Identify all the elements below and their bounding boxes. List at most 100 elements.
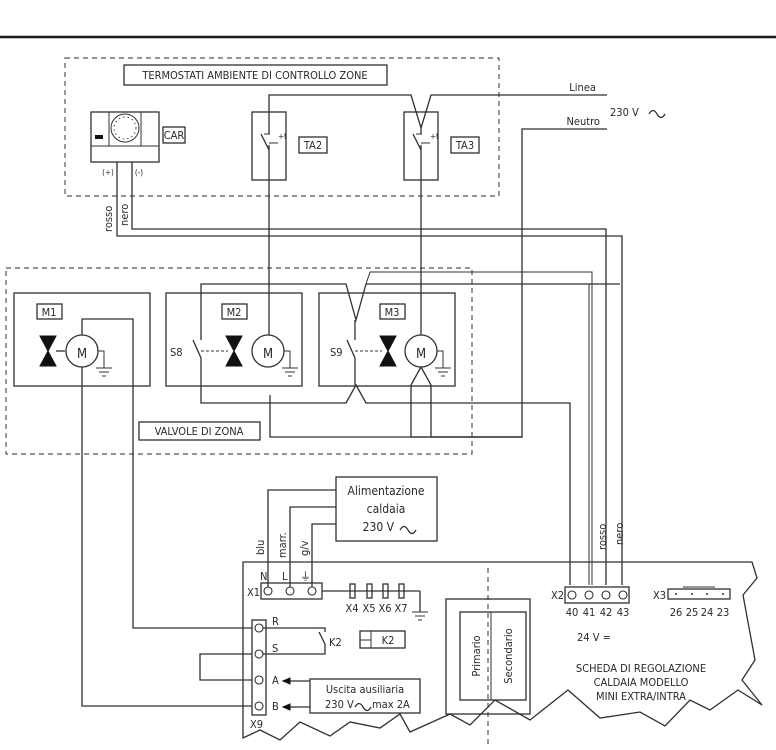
fuse-x7 bbox=[398, 583, 405, 599]
x3-connector bbox=[667, 588, 731, 600]
arrow-icon bbox=[281, 703, 291, 711]
blue-wire-label: blu bbox=[254, 540, 267, 555]
boiler-supply-line1: Alimentazione bbox=[348, 484, 425, 498]
car-pole-minus: (-) bbox=[135, 168, 143, 177]
x1-pin-l: L bbox=[282, 570, 288, 583]
zone-valve-m1: M1 M bbox=[13, 292, 151, 387]
ta3-label: TA3 bbox=[455, 139, 474, 152]
x2-pin-43: 43 bbox=[617, 606, 630, 619]
valves-title: VALVOLE DI ZONA bbox=[155, 425, 244, 438]
aux-output-max: max 2A bbox=[372, 698, 410, 711]
line-label: Linea bbox=[569, 81, 596, 94]
m1-motor-letter: M bbox=[77, 347, 87, 362]
car-label: CAR bbox=[164, 129, 185, 142]
s9-wire-to-x2 bbox=[365, 271, 593, 585]
x1-pin-n: N bbox=[260, 570, 267, 583]
fuse-x6-label: X6 bbox=[378, 602, 391, 615]
ta2-label: TA2 bbox=[303, 139, 322, 152]
board-title-line2: CALDAIA MODELLO bbox=[594, 676, 689, 689]
aux-output-line1: Uscita ausiliaria bbox=[326, 683, 404, 696]
s8-wire-lower bbox=[200, 358, 571, 585]
board-outline bbox=[242, 561, 763, 741]
x2-pin-40: 40 bbox=[566, 606, 579, 619]
car-red-wire bbox=[116, 162, 623, 585]
fuse-x4 bbox=[349, 583, 356, 599]
mains-voltage-label: 230 V bbox=[610, 106, 639, 119]
thermostats-group-border bbox=[64, 57, 500, 197]
s8-label: S8 bbox=[170, 346, 183, 359]
x9-pin-s: S bbox=[272, 642, 278, 655]
car-pole-plus: (+) bbox=[102, 168, 114, 177]
fuse-x5 bbox=[366, 583, 373, 599]
brown-wire-label: marr. bbox=[276, 532, 289, 558]
valves-group: M1 M M2 S8 M bbox=[5, 180, 620, 707]
board-title-line3: MINI EXTRA/INTRA bbox=[596, 690, 686, 703]
valve-icon bbox=[39, 335, 57, 367]
boiler-supply-line3: 230 V bbox=[363, 520, 395, 534]
m1-wire-to-b bbox=[81, 367, 252, 707]
fuse-x7-label: X7 bbox=[394, 602, 407, 615]
valve-icon bbox=[225, 335, 243, 367]
ta3-temp-mark: +t bbox=[430, 132, 439, 141]
thermostats-title-box bbox=[123, 64, 388, 86]
x9-pin-b: B bbox=[272, 700, 279, 713]
x9-terminal-block bbox=[251, 619, 267, 716]
valve-icon bbox=[379, 335, 397, 367]
boiler-supply-line2: caldaia bbox=[367, 502, 406, 516]
room-thermostat-ta3: +t TA3 bbox=[403, 111, 480, 181]
ac-symbol-icon bbox=[354, 702, 372, 712]
chrono-thermostat-car: CAR (+) (-) bbox=[90, 111, 186, 177]
m3-neutral-wire bbox=[410, 366, 522, 438]
car-red-wire-label: rosso bbox=[102, 206, 115, 232]
transformer-secondary: Secondario bbox=[502, 628, 515, 683]
s-a-jumper-wire bbox=[199, 653, 252, 681]
thermostats-title: TERMOSTATI AMBIENTE DI CONTROLLO ZONE bbox=[141, 69, 367, 82]
x3-pin-26: 26 bbox=[670, 606, 683, 619]
ta2-temp-mark: +t bbox=[278, 132, 287, 141]
x1-pin-ground: ⏚ bbox=[300, 570, 311, 583]
transformer bbox=[445, 598, 531, 715]
line-wire bbox=[268, 94, 607, 131]
x1-label: X1 bbox=[247, 586, 260, 599]
x9-pin-r: R bbox=[272, 615, 279, 628]
x3-pin-24: 24 bbox=[701, 606, 714, 619]
dial-icon bbox=[110, 113, 140, 143]
x9-label: X9 bbox=[250, 718, 263, 731]
fuse-x6 bbox=[382, 583, 389, 599]
fuse-x5-label: X5 bbox=[362, 602, 375, 615]
x2-pin-42: 42 bbox=[600, 606, 613, 619]
thermostats-group: TERMOSTATI AMBIENTE DI CONTROLLO ZONE CA… bbox=[64, 57, 500, 197]
display-icon bbox=[95, 135, 103, 139]
room-thermostat-ta2: +t TA2 bbox=[251, 111, 328, 181]
s8-wire-upper bbox=[200, 283, 620, 340]
x2-black-wire-label: nero bbox=[613, 523, 626, 545]
x2-pin-41: 41 bbox=[583, 606, 596, 619]
x3-label: X3 bbox=[653, 589, 666, 602]
boiler-supply: Alimentazione caldaia 230 V blu marr. g/… bbox=[254, 476, 438, 590]
m2-label: M2 bbox=[227, 306, 242, 319]
s8-switch-icon bbox=[192, 339, 202, 359]
car-black-wire bbox=[131, 162, 607, 585]
x2-red-wire-label: rosso bbox=[596, 524, 609, 550]
aux-output-box bbox=[309, 678, 421, 714]
x3-pin-25: 25 bbox=[686, 606, 699, 619]
aux-output-voltage: 230 V bbox=[325, 698, 354, 711]
control-board: X1 N L ⏚ X4 X5 X6 X7 R S A B X9 bbox=[199, 283, 763, 745]
fuse-x4-label: X4 bbox=[345, 602, 358, 615]
valves-group-border bbox=[5, 267, 473, 455]
k2-contact-label: K2 bbox=[329, 636, 342, 649]
m2-motor-letter: M bbox=[263, 347, 273, 362]
m3-label: M3 bbox=[385, 306, 400, 319]
valves-title-box bbox=[138, 421, 261, 441]
s9-switch-icon bbox=[346, 339, 356, 359]
x3-pin-23: 23 bbox=[717, 606, 730, 619]
yellow-green-wire-label: g/v bbox=[298, 540, 311, 556]
neutral-label: Neutro bbox=[566, 115, 600, 128]
arrow-icon bbox=[281, 677, 291, 685]
s9-label: S9 bbox=[330, 346, 343, 359]
x9-pin-a: A bbox=[272, 674, 279, 687]
zone-valve-m2: M2 S8 M bbox=[165, 292, 303, 387]
m1-wire-to-s bbox=[81, 318, 252, 629]
board-title-line1: SCHEDA DI REGOLAZIONE bbox=[576, 662, 706, 675]
